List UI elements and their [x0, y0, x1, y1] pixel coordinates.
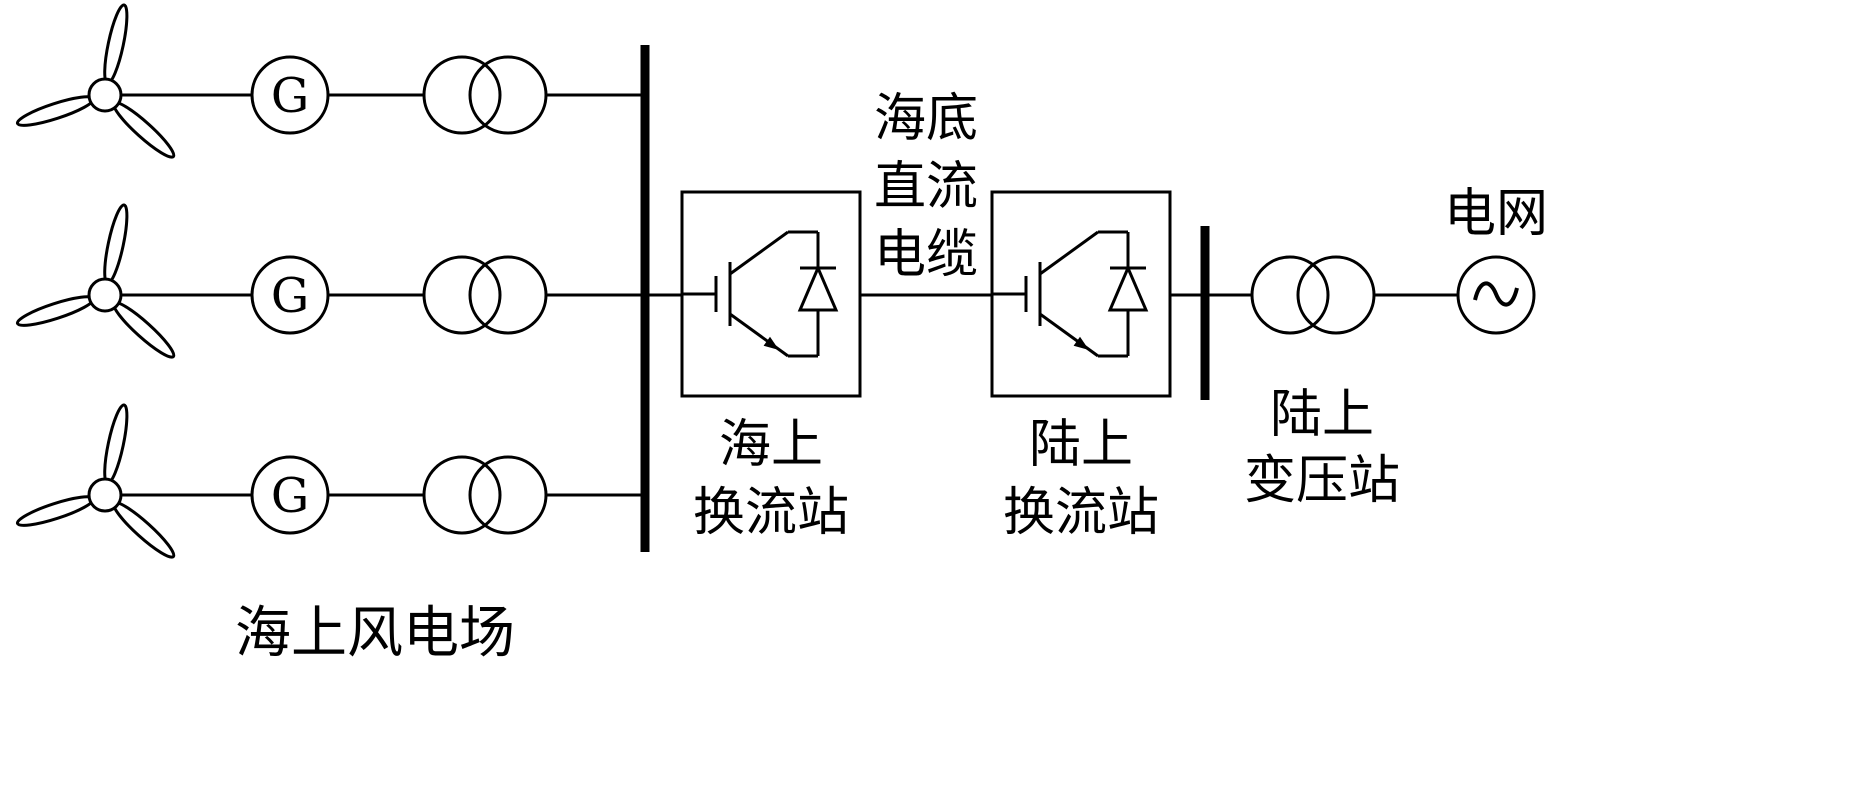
wind-branch-row-2 [13, 201, 647, 364]
onshore-converter-station-icon [990, 190, 1172, 398]
onshore-converter-label-line1: 陆上 [1029, 415, 1133, 475]
grid-label: 电网 [1444, 184, 1548, 244]
offshore-converter-label-line2: 换流站 [693, 483, 849, 543]
dc-cable-label-line3: 电缆 [874, 225, 978, 285]
grid-transformer-icon [1250, 255, 1376, 335]
onshore-converter-label-line2: 换流站 [1003, 483, 1159, 543]
wind-branch-row-1 [13, 1, 647, 164]
onshore-transformer-label-line1: 陆上 [1270, 385, 1374, 445]
offshore-converter-label-line1: 海上 [719, 415, 823, 475]
dc-cable-label-line1: 海底 [874, 89, 978, 149]
ac-grid-source-icon [1456, 255, 1536, 335]
onshore-transformer-label-line2: 变压站 [1244, 451, 1400, 511]
dc-cable-label-line2: 直流 [874, 157, 978, 217]
offshore-converter-station-icon [680, 190, 862, 398]
sine-wave-icon [1473, 281, 1519, 307]
wind-branch-row-3 [13, 401, 647, 564]
wind-farm-label: 海上风电场 [235, 601, 515, 666]
